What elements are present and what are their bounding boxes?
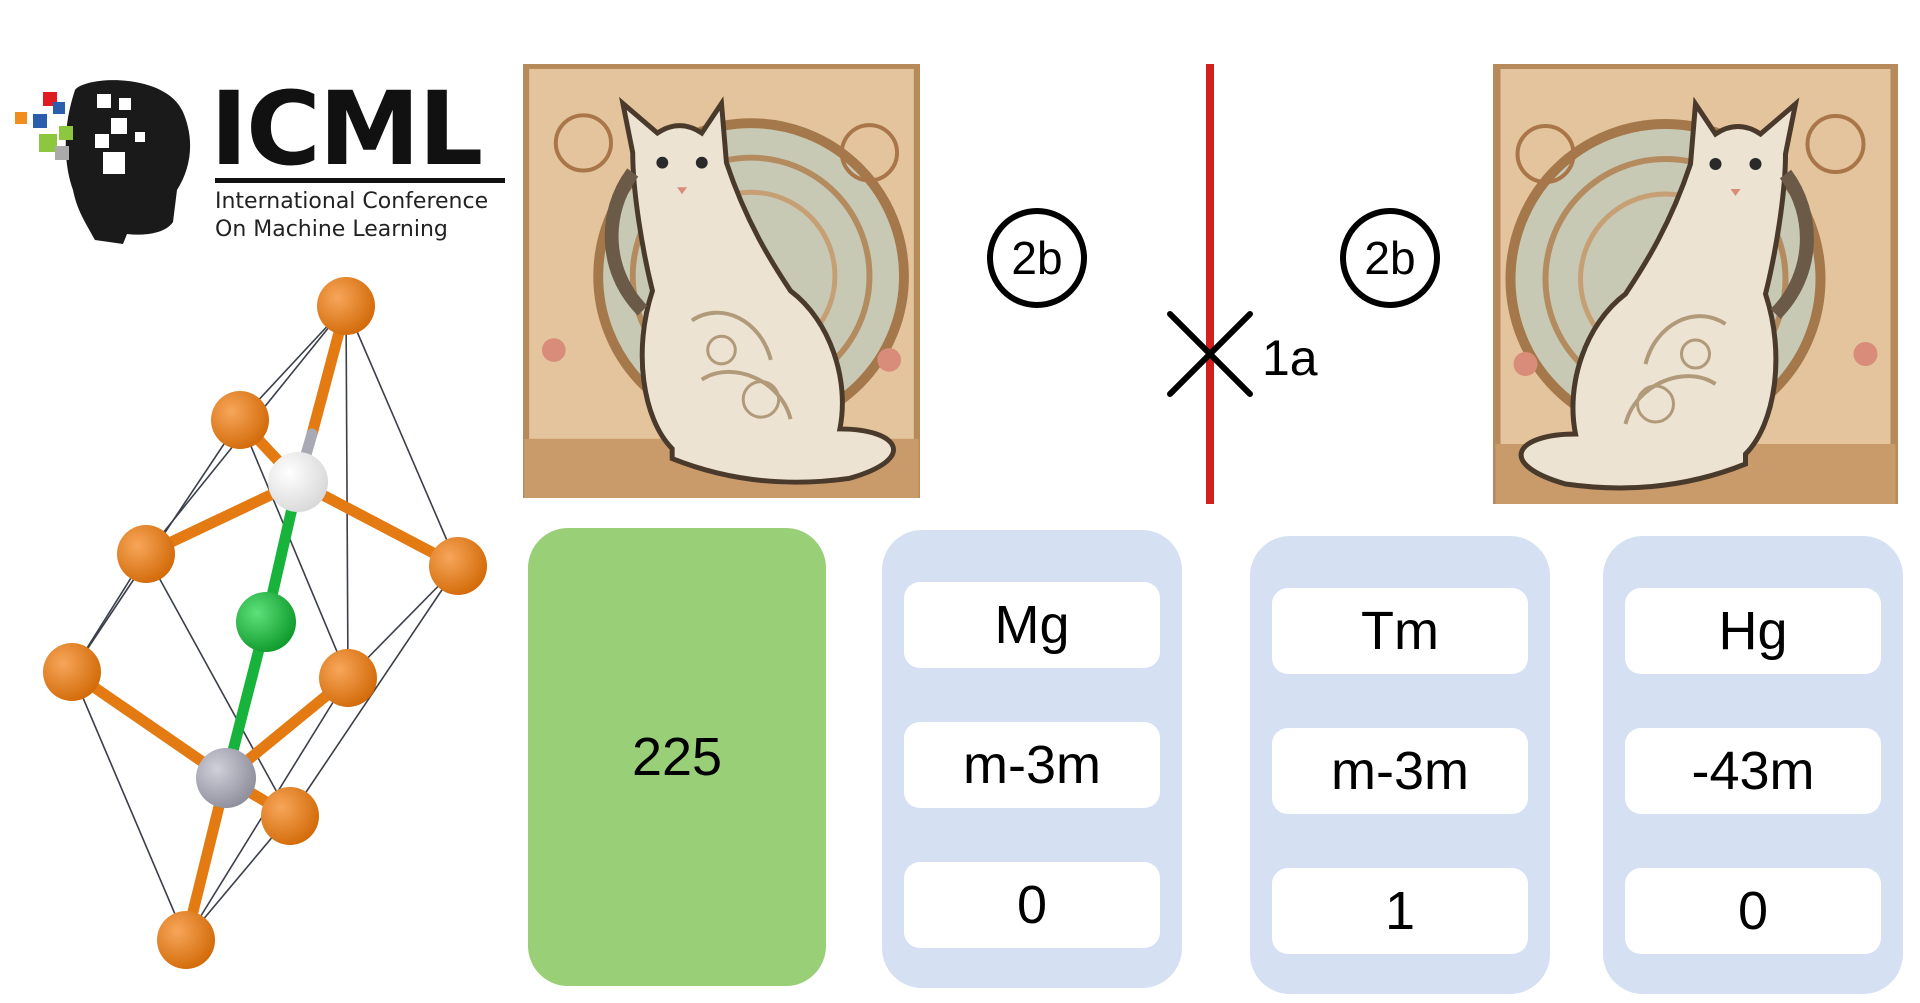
head-logo-icon [15, 80, 191, 244]
element-symbol: Tm [1272, 588, 1528, 674]
element-symbol: Hg [1625, 588, 1881, 674]
icml-logo: ICML International Conference On Machine… [15, 72, 515, 247]
inversion-center-icon [1167, 311, 1253, 397]
wyckoff-label-right: 2b [1340, 208, 1440, 308]
atom-orange [319, 649, 377, 707]
logo-divider [215, 178, 505, 183]
mirror-plane [1167, 64, 1253, 504]
space-group-number: 225 [631, 727, 723, 787]
element-card: Tm m-3m 1 [1250, 536, 1550, 994]
point-group: -43m [1625, 728, 1881, 814]
atom-green [236, 592, 296, 652]
atom-white [268, 452, 328, 512]
atom-grey [196, 748, 256, 808]
space-group-card: 225 [528, 528, 826, 986]
point-group: m-3m [1272, 728, 1528, 814]
atom-orange [211, 391, 269, 449]
crystal-structure [43, 277, 487, 969]
element-card: Hg -43m 0 [1603, 536, 1903, 994]
element-value: 0 [904, 862, 1160, 948]
cat-image-right [1493, 64, 1898, 504]
atom-orange [261, 787, 319, 845]
site-label: 1a [1262, 330, 1318, 386]
element-card: Mg m-3m 0 [882, 530, 1182, 988]
cat-illustration-mirrored-icon [1493, 64, 1898, 504]
atom-orange [43, 643, 101, 701]
element-value: 1 [1272, 868, 1528, 954]
cat-illustration-icon [523, 64, 920, 498]
point-group: m-3m [904, 722, 1160, 808]
atom-orange [429, 537, 487, 595]
cat-image-left [523, 64, 920, 498]
atom-orange [317, 277, 375, 335]
wyckoff-label-left: 2b [987, 208, 1087, 308]
icml-wordmark: ICML [210, 70, 483, 189]
atom-orange [117, 525, 175, 583]
logo-subtitle-line1: International Conference [215, 189, 489, 214]
atom-orange [157, 911, 215, 969]
element-value: 0 [1625, 868, 1881, 954]
logo-subtitle-line2: On Machine Learning [215, 217, 448, 242]
element-symbol: Mg [904, 582, 1160, 668]
